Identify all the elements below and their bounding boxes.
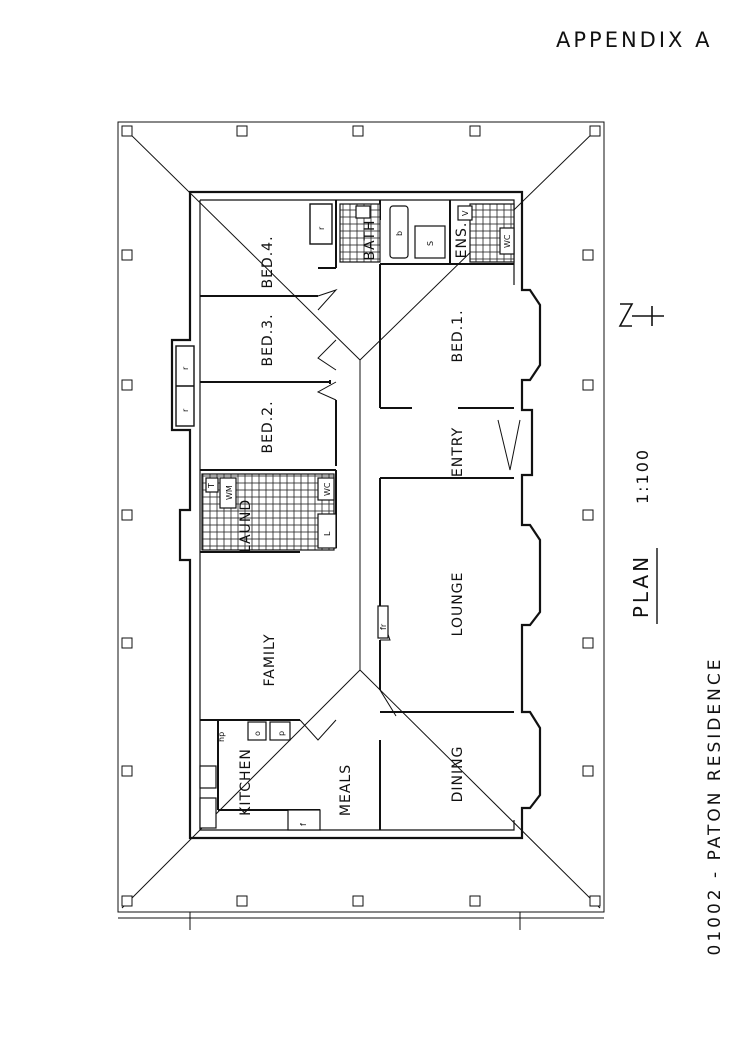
robe-label-2: r (181, 408, 190, 412)
room-bath-label: BATH (362, 219, 378, 260)
room-laund-label: LAUND (238, 499, 254, 553)
plan-scale: 1:100 (633, 448, 652, 504)
room-meals-label: MEALS (338, 764, 354, 816)
internal-walls (200, 200, 514, 830)
room-bed1-label: BED.1. (450, 309, 466, 362)
robe-label-3: r (317, 226, 326, 230)
vanity-label: V (461, 210, 470, 216)
fridge-label: f (299, 823, 308, 826)
robe-label-1: r (181, 366, 190, 370)
pantry-label: p (277, 731, 286, 736)
oven-label: o (253, 731, 262, 736)
fixture-labels: r r r b S V WC WC T WM L hp o p f fr (181, 210, 512, 826)
wc-label-laund: WC (323, 482, 332, 496)
washer-label: WM (225, 485, 234, 500)
room-dining-label: DINING (450, 746, 466, 803)
appendix-label: APPENDIX A (556, 28, 713, 52)
room-labels: BED.4. BED.3. BED.2. BED.1. BATH ENS. LA… (238, 219, 470, 816)
shower-label: S (426, 241, 435, 246)
fixtures (199, 205, 515, 831)
plan-title: PLAN (629, 554, 653, 618)
wc-label-ens: WC (503, 234, 512, 248)
hot-plate-label: hp (217, 732, 226, 742)
room-family-label: FAMILY (262, 633, 278, 686)
bath-tiles (339, 203, 381, 263)
hip-line (121, 125, 361, 361)
room-kitchen-label: KITCHEN (238, 748, 254, 816)
linen-label: L (323, 531, 332, 536)
room-lounge-label: LOUNGE (450, 572, 466, 637)
north-arrow-icon (618, 303, 664, 327)
post-markers (121, 125, 601, 907)
residence-label: 01002 - PATON RESIDENCE (705, 657, 725, 956)
room-bed4-label: BED.4. (260, 235, 276, 288)
trough-label: T (207, 483, 216, 489)
eave-outline (117, 121, 605, 913)
room-bed3-label: BED.3. (260, 313, 276, 366)
room-ens-label: ENS. (454, 222, 470, 259)
bath-b-label: b (395, 231, 404, 236)
room-entry-label: ENTRY (450, 427, 466, 477)
robes (175, 203, 333, 427)
room-bed2-label: BED.2. (260, 400, 276, 453)
fireplace-label: fr (379, 623, 388, 630)
